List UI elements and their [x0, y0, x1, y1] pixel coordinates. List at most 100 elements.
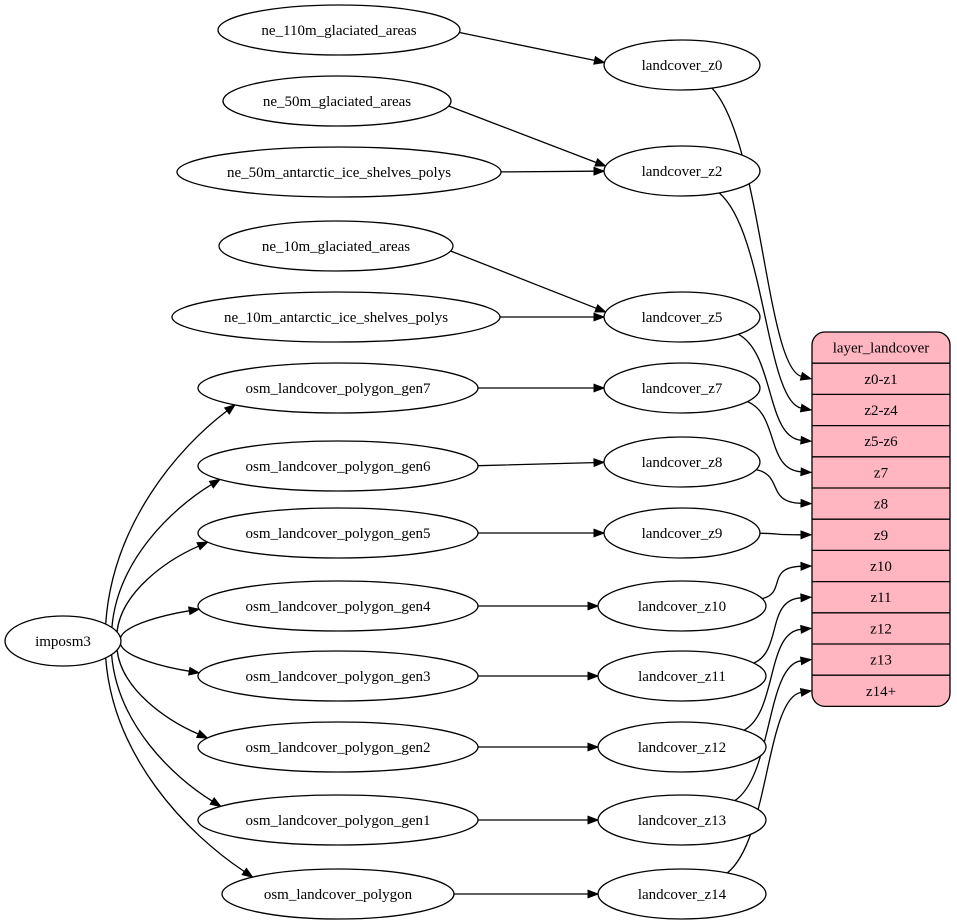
node-label: osm_landcover_polygon_gen6	[246, 459, 431, 475]
node-label: landcover_z7	[642, 381, 723, 397]
node-ellipse	[222, 75, 452, 127]
node-label: osm_landcover_polygon_gen3	[246, 669, 431, 685]
node-ellipse	[603, 291, 761, 343]
edge-imposm3-to-osm_landcover_polygon_gen2	[116, 649, 199, 735]
node-ellipse	[217, 4, 461, 56]
node-label: osm_landcover_polygon_gen4	[246, 599, 431, 615]
arrowhead-icon	[799, 371, 813, 381]
table-row-label: z12	[870, 621, 892, 637]
arrowhead-icon	[593, 458, 606, 468]
node-landcover_z10: landcover_z10	[597, 580, 767, 632]
arrowhead-icon	[195, 729, 209, 739]
node-label: osm_landcover_polygon_gen5	[246, 526, 431, 542]
node-label: landcover_z2	[642, 164, 723, 180]
node-layer: imposm3 ne_110m_glaciated_areas ne_50m_gla…	[4, 4, 767, 920]
arrowhead-icon	[594, 158, 607, 167]
table-row-label: z13	[870, 653, 892, 669]
arrowhead-icon	[800, 467, 813, 477]
edge-landcover_z7-to-z7	[747, 400, 802, 473]
edge-landcover_z0-to-z0-z1	[711, 87, 802, 377]
table-row-label: z10	[870, 559, 892, 575]
node-label: landcover_z14	[638, 887, 727, 903]
table-title: layer_landcover	[833, 341, 930, 357]
edge-imposm3-to-osm_landcover_polygon_gen3	[119, 643, 190, 672]
arrowhead-icon	[187, 606, 201, 616]
node-imposm3: imposm3	[4, 615, 122, 667]
edge-landcover_z5-to-z5-z6	[738, 333, 802, 441]
node-ellipse	[597, 580, 767, 632]
node-landcover_z12: landcover_z12	[597, 721, 767, 773]
node-osm_landcover_polygon_gen5: osm_landcover_polygon_gen5	[197, 507, 479, 559]
node-osm_landcover_polygon: osm_landcover_polygon	[221, 868, 455, 920]
arrowhead-icon	[209, 797, 222, 808]
node-landcover_z0: landcover_z0	[603, 39, 761, 91]
node-label: ne_50m_antarctic_ice_shelves_polys	[227, 165, 451, 181]
arrowhead-icon	[593, 55, 606, 65]
edge-landcover_z14-to-z14+	[726, 691, 802, 874]
arrowhead-icon	[800, 498, 813, 508]
edge-imposm3-to-osm_landcover_polygon_gen6	[111, 484, 212, 628]
arrowhead-icon	[587, 601, 600, 611]
edge-imposm3-to-osm_landcover_polygon_gen4	[119, 610, 190, 639]
node-landcover_z13: landcover_z13	[597, 794, 767, 846]
arrowhead-icon	[799, 687, 813, 697]
node-label: landcover_z0	[642, 58, 723, 74]
node-ellipse	[597, 650, 767, 702]
arrowhead-icon	[196, 541, 209, 551]
node-ellipse	[603, 145, 761, 197]
node-label: landcover_z10	[638, 599, 726, 615]
arrowhead-icon	[593, 312, 606, 322]
arrowhead-icon	[241, 867, 254, 878]
edge-landcover_z10-to-z10	[762, 565, 802, 600]
node-label: osm_landcover_polygon_gen2	[246, 740, 431, 756]
node-label: landcover_z12	[638, 740, 726, 756]
arrowhead-icon	[223, 404, 237, 415]
node-ellipse	[597, 794, 767, 846]
node-ellipse	[197, 794, 479, 846]
table-layer_landcover: layer_landcoverz0-z1z2-z4z5-z6z7z8z9z10z…	[811, 331, 951, 708]
node-landcover_z9: landcover_z9	[603, 507, 761, 559]
arrowhead-icon	[187, 666, 201, 676]
edge-landcover_z12-to-z12	[743, 628, 802, 731]
arrowhead-icon	[593, 528, 606, 538]
node-ne_10m_antarctic_ice_shelves_polys: ne_10m_antarctic_ice_shelves_polys	[171, 291, 501, 343]
table-row-label: z5-z6	[864, 434, 898, 450]
node-label: ne_50m_glaciated_areas	[263, 94, 411, 110]
edge-ne_110m_glaciated_areas-to-landcover_z0	[459, 31, 595, 62]
arrowhead-icon	[587, 889, 600, 899]
node-landcover_z7: landcover_z7	[603, 362, 761, 414]
node-ellipse	[597, 721, 767, 773]
edge-ne_50m_glaciated_areas-to-landcover_z2	[448, 105, 597, 164]
edge-imposm3-to-osm_landcover_polygon_gen5	[116, 545, 199, 632]
node-label: osm_landcover_polygon_gen1	[246, 813, 431, 829]
arrowhead-icon	[587, 815, 600, 825]
node-ne_110m_glaciated_areas: ne_110m_glaciated_areas	[217, 4, 461, 56]
node-osm_landcover_polygon_gen3: osm_landcover_polygon_gen3	[197, 650, 479, 702]
arrowhead-icon	[587, 671, 600, 681]
node-label: ne_10m_antarctic_ice_shelves_polys	[224, 310, 448, 326]
edge-landcover_z11-to-z11	[753, 597, 802, 664]
table-row-label: z11	[870, 590, 891, 606]
edge-ne_10m_glaciated_areas-to-landcover_z5	[450, 250, 597, 309]
node-label: osm_landcover_polygon	[264, 887, 413, 903]
table-row-label: z7	[874, 465, 889, 481]
node-ellipse	[171, 291, 501, 343]
arrowhead-icon	[587, 742, 600, 752]
node-ellipse	[603, 39, 761, 91]
node-landcover_z8: landcover_z8	[603, 436, 761, 488]
edge-imposm3-to-osm_landcover_polygon_gen1	[110, 654, 213, 802]
node-landcover_z5: landcover_z5	[603, 291, 761, 343]
node-ne_50m_glaciated_areas: ne_50m_glaciated_areas	[222, 75, 452, 127]
node-label: landcover_z11	[638, 669, 726, 685]
edge-landcover_z9-to-z9	[759, 532, 802, 536]
node-ellipse	[197, 507, 479, 559]
arrowhead-icon	[799, 403, 813, 413]
node-osm_landcover_polygon_gen7: osm_landcover_polygon_gen7	[197, 362, 479, 414]
node-label: ne_110m_glaciated_areas	[261, 23, 416, 39]
node-landcover_z2: landcover_z2	[603, 145, 761, 197]
node-ellipse	[603, 507, 761, 559]
node-osm_landcover_polygon_gen1: osm_landcover_polygon_gen1	[197, 794, 479, 846]
node-label: imposm3	[35, 634, 91, 650]
arrowhead-icon	[208, 478, 222, 489]
